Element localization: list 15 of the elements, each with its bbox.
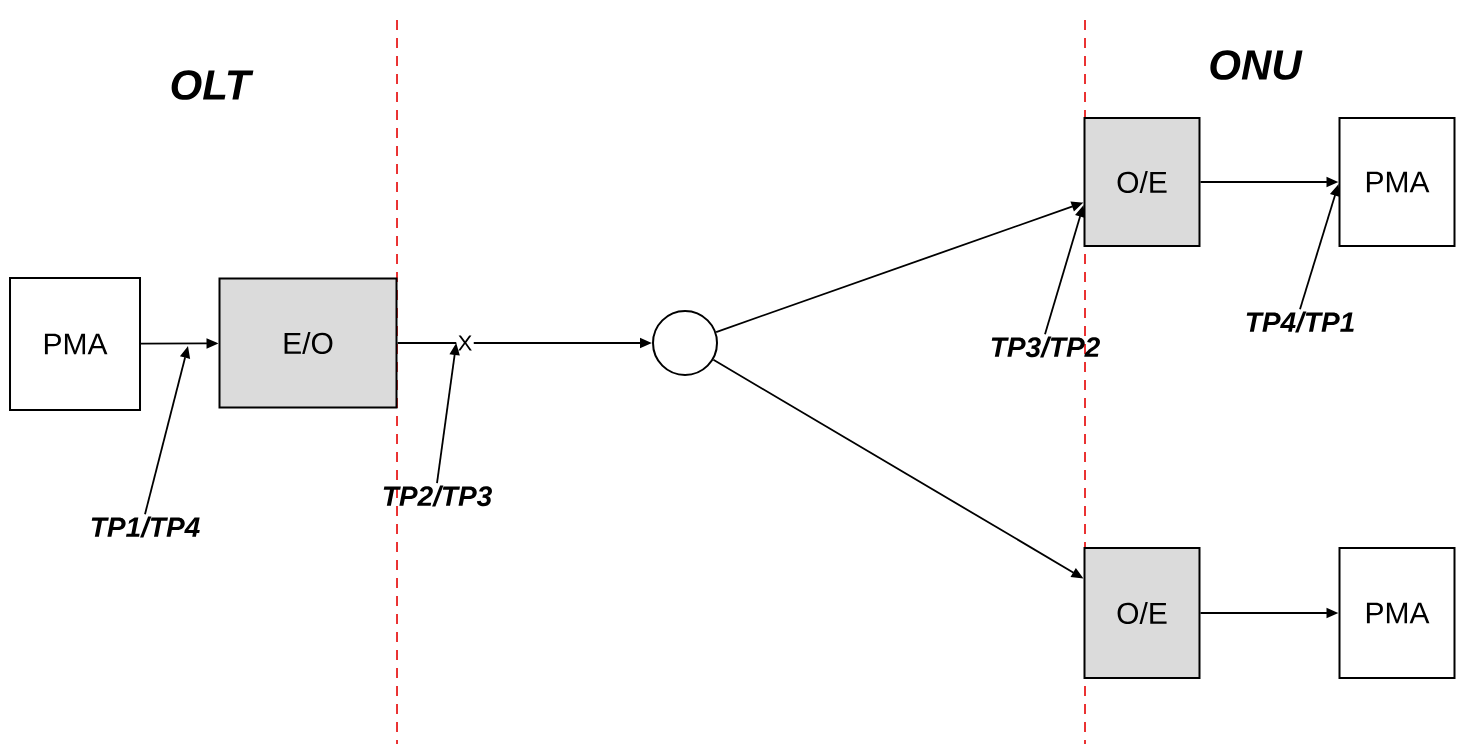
- section-title: ONU: [1210, 50, 1303, 80]
- block-box: PMA: [1338, 117, 1456, 247]
- connector-line: [396, 342, 458, 344]
- test-point-label: TP3/TP2: [991, 336, 1100, 358]
- test-point-label: TP4/TP1: [1246, 311, 1354, 333]
- test-point-label: TP1/TP4: [91, 516, 200, 538]
- block-box: PMA: [9, 277, 141, 411]
- block-box: O/E: [1083, 547, 1201, 679]
- block-box: O/E: [1083, 117, 1201, 247]
- block-box: E/O: [218, 277, 398, 409]
- section-title: OLT: [171, 70, 254, 100]
- block-box: PMA: [1338, 547, 1456, 679]
- test-point-mark: X: [458, 335, 472, 351]
- test-point-label: TP2/TP3: [383, 485, 492, 507]
- splitter-circle: [652, 310, 718, 376]
